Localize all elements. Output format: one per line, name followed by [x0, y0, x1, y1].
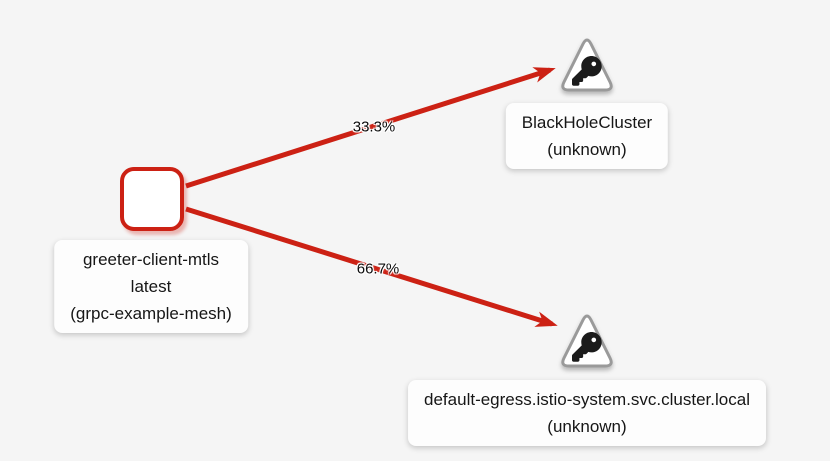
- node-label-line: (grpc-example-mesh): [70, 304, 232, 323]
- key-icon: [572, 56, 602, 86]
- node-label-line: greeter-client-mtls: [82, 250, 220, 269]
- triangle-shape: [561, 38, 613, 92]
- node-greeter-client-mtls[interactable]: [120, 167, 184, 231]
- edge-traffic-percent-egress[interactable]: 66.7%: [356, 260, 400, 278]
- node-label-line: default-egress.istio-system.svc.cluster.…: [424, 390, 750, 409]
- key-icon: [572, 332, 602, 362]
- edge-to-blackholecluster[interactable]: [185, 67, 556, 189]
- node-label-line: (unknown): [547, 417, 627, 436]
- triangle-shape: [561, 314, 613, 368]
- node-label-blackholecluster[interactable]: BlackHoleCluster (unknown): [505, 103, 669, 169]
- node-label-greeter-client-mtls[interactable]: greeter-client-mtls latest (grpc-example…: [54, 240, 248, 333]
- node-label-line: (unknown): [547, 140, 627, 159]
- edge-traffic-percent-blackhole[interactable]: 33.3%: [352, 118, 396, 136]
- edge-to-default-egress[interactable]: [185, 206, 558, 327]
- node-default-egress[interactable]: [557, 308, 617, 372]
- node-label-line: latest: [130, 277, 172, 296]
- node-label-line: BlackHoleCluster: [521, 113, 653, 132]
- node-label-default-egress[interactable]: default-egress.istio-system.svc.cluster.…: [408, 380, 766, 446]
- node-blackholecluster[interactable]: [557, 32, 617, 96]
